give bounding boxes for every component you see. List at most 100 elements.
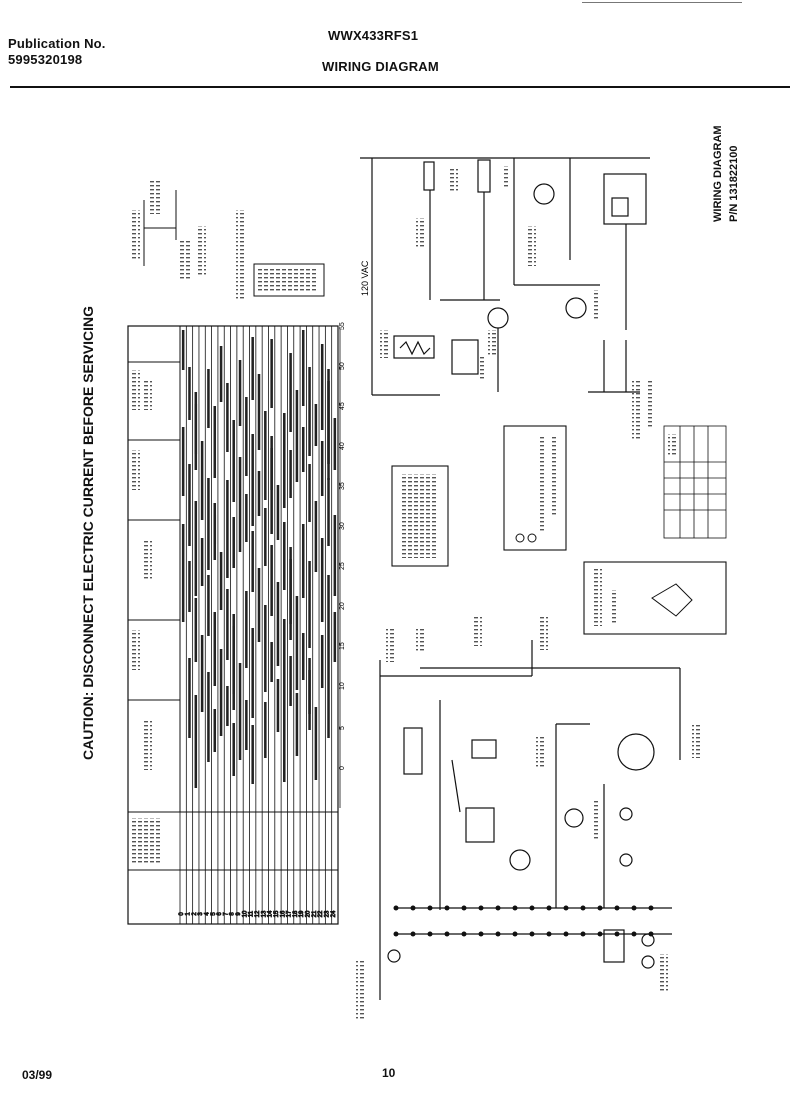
chart-row-label: 17 [287, 910, 293, 917]
terminal-point [546, 905, 552, 911]
cycle-bar [270, 545, 273, 616]
header-rule [10, 86, 790, 88]
chart-row-label: 16 [280, 910, 286, 917]
cycle-bar [327, 369, 330, 464]
chart-row-label: 9 [236, 912, 242, 916]
terminal-point [614, 931, 620, 937]
terminal-point [478, 931, 484, 937]
cycle-bar [320, 635, 324, 688]
cycle-bar [188, 561, 191, 612]
cycle-bar [245, 591, 248, 668]
cycle-bar [207, 575, 210, 636]
cycle-bar [226, 383, 229, 452]
terminal-point [461, 905, 467, 911]
terminal-point [512, 931, 518, 937]
cycle-bar [314, 501, 318, 572]
cycle-bar [200, 538, 204, 586]
cycle-bar [283, 716, 286, 782]
cycle-bar [213, 709, 217, 752]
cycle-bar [251, 725, 254, 784]
issue-date: 03/99 [22, 1068, 53, 1082]
chart-row-label: 15 [274, 910, 280, 917]
cycle-bar [226, 589, 229, 660]
chart-row-label: 8 [230, 912, 236, 916]
chart-row-label: 11 [249, 910, 255, 917]
cycle-bar [194, 392, 198, 454]
cycle-bar [301, 633, 305, 680]
terminal-point [444, 931, 450, 937]
cycle-bar [207, 478, 210, 570]
cycle-bar [213, 503, 217, 544]
timer-scale-tick: 10 [339, 682, 346, 690]
upper-schematic-labels: 120 VAC [360, 166, 654, 440]
legend-box [236, 210, 325, 300]
cycle-bar [232, 517, 235, 568]
chart-row-label: 12 [255, 910, 261, 917]
cycle-bar [251, 531, 254, 592]
cycle-bar [320, 441, 324, 496]
cycle-bar [194, 501, 198, 596]
cycle-bar [308, 464, 311, 522]
cycle-bar [295, 390, 299, 482]
terminal-point [410, 931, 416, 937]
publication-number: 5995320198 [8, 52, 83, 67]
terminal-point [393, 931, 399, 937]
cycle-bar [283, 522, 286, 590]
cycle-bar [301, 427, 305, 472]
terminal-point [631, 905, 637, 911]
cycle-bar [270, 339, 273, 408]
chart-row-label: 3 [198, 912, 204, 916]
top-edge-line [582, 2, 742, 3]
cycle-bar [200, 441, 204, 520]
cycle-bar [264, 411, 267, 500]
cycle-bar [314, 707, 318, 780]
chart-row-label: 21 [312, 910, 318, 917]
terminal-point [631, 931, 637, 937]
cycle-bar [232, 723, 235, 776]
terminal-point [563, 905, 569, 911]
page-title: WIRING DIAGRAM [322, 59, 439, 74]
voltage-label: 120 VAC [360, 260, 370, 296]
cycle-bar [289, 450, 292, 498]
timer-scale-tick: 55 [339, 322, 346, 330]
cycle-bar [327, 575, 330, 672]
terminal-point [529, 905, 535, 911]
chart-row-label: 18 [293, 910, 299, 917]
cycle-bar [238, 457, 242, 552]
timer-scale-tick: 45 [339, 402, 346, 410]
cycle-bar [270, 436, 273, 534]
chart-row-label: 1 [185, 912, 191, 916]
timer-scale-tick: 50 [339, 362, 346, 370]
cycle-bar [245, 700, 248, 750]
service-cord-detail [583, 561, 727, 635]
cycle-bar [283, 619, 286, 716]
cycle-bar [283, 413, 286, 508]
chart-row-label: 2 [192, 912, 198, 916]
cycle-bar [264, 508, 267, 566]
lower-schematic-labels [356, 616, 700, 1020]
page-number: 10 [382, 1066, 396, 1080]
model-number: WWX433RFS1 [328, 28, 419, 43]
cycle-bar [213, 612, 217, 686]
lower-terminal-strip [393, 905, 654, 937]
cycle-bar [333, 612, 337, 662]
cycle-bar [251, 434, 254, 526]
terminal-point [597, 905, 603, 911]
cycle-bar [308, 561, 311, 648]
cycle-bar [308, 367, 311, 456]
cycle-bar [200, 635, 204, 712]
chart-row-label: 24 [331, 910, 337, 917]
cycle-bar [213, 406, 217, 478]
cycle-bar [257, 374, 261, 450]
cycle-bar [276, 582, 280, 666]
cycle-bar [264, 605, 267, 692]
cycle-bar [245, 494, 248, 542]
upper-schematic [360, 157, 650, 396]
chart-row-label: 20 [306, 910, 312, 917]
timer-scale-tick: 0 [339, 766, 346, 770]
terminal-point [512, 905, 518, 911]
cycle-bar [320, 344, 324, 430]
terminal-point [410, 905, 416, 911]
